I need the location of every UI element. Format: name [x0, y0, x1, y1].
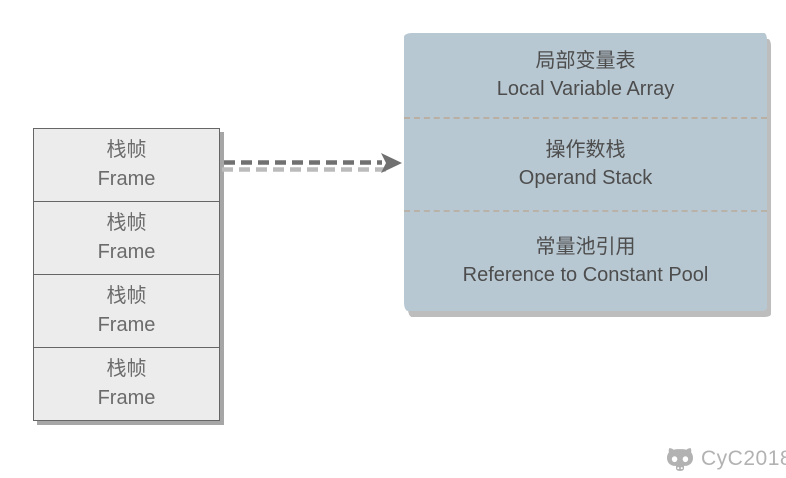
frame-detail-box: 局部变量表 Local Variable Array 操作数栈 Operand … — [404, 33, 767, 311]
section-operand-stack: 操作数栈 Operand Stack — [404, 119, 767, 212]
arrowhead-icon — [381, 153, 402, 173]
octocat-icon — [667, 448, 693, 471]
watermark-label: CyC2018 — [701, 446, 786, 470]
section-label-zh: 常量池引用 — [535, 236, 636, 259]
frame-label-en: Frame — [97, 314, 156, 336]
section-label-en: Reference to Constant Pool — [462, 264, 709, 287]
stack-frames-box: 栈帧 Frame 栈帧 Frame 栈帧 Frame 栈帧 Frame — [33, 128, 220, 421]
stack-frame-cell: 栈帧 Frame — [34, 348, 219, 420]
stack-frame-cell: 栈帧 Frame — [34, 202, 219, 275]
frame-label-zh: 栈帧 — [106, 212, 147, 234]
section-label-en: Local Variable Array — [496, 77, 675, 100]
frame-label-en: Frame — [97, 387, 156, 409]
frame-label-zh: 栈帧 — [106, 285, 147, 307]
section-constant-pool-reference: 常量池引用 Reference to Constant Pool — [404, 212, 767, 311]
stack-frame-cell: 栈帧 Frame — [34, 275, 219, 348]
frame-label-zh: 栈帧 — [106, 139, 147, 161]
frame-label-zh: 栈帧 — [106, 358, 147, 380]
frame-label-en: Frame — [97, 168, 156, 190]
section-label-zh: 操作数栈 — [545, 139, 626, 162]
frame-label-en: Frame — [97, 241, 156, 263]
section-label-zh: 局部变量表 — [535, 49, 636, 72]
watermark: CyC2018 — [665, 446, 786, 471]
stack-frame-cell: 栈帧 Frame — [34, 129, 219, 202]
section-local-variable-array: 局部变量表 Local Variable Array — [404, 33, 767, 119]
section-label-en: Operand Stack — [518, 167, 653, 190]
dashed-arrow — [222, 153, 402, 173]
